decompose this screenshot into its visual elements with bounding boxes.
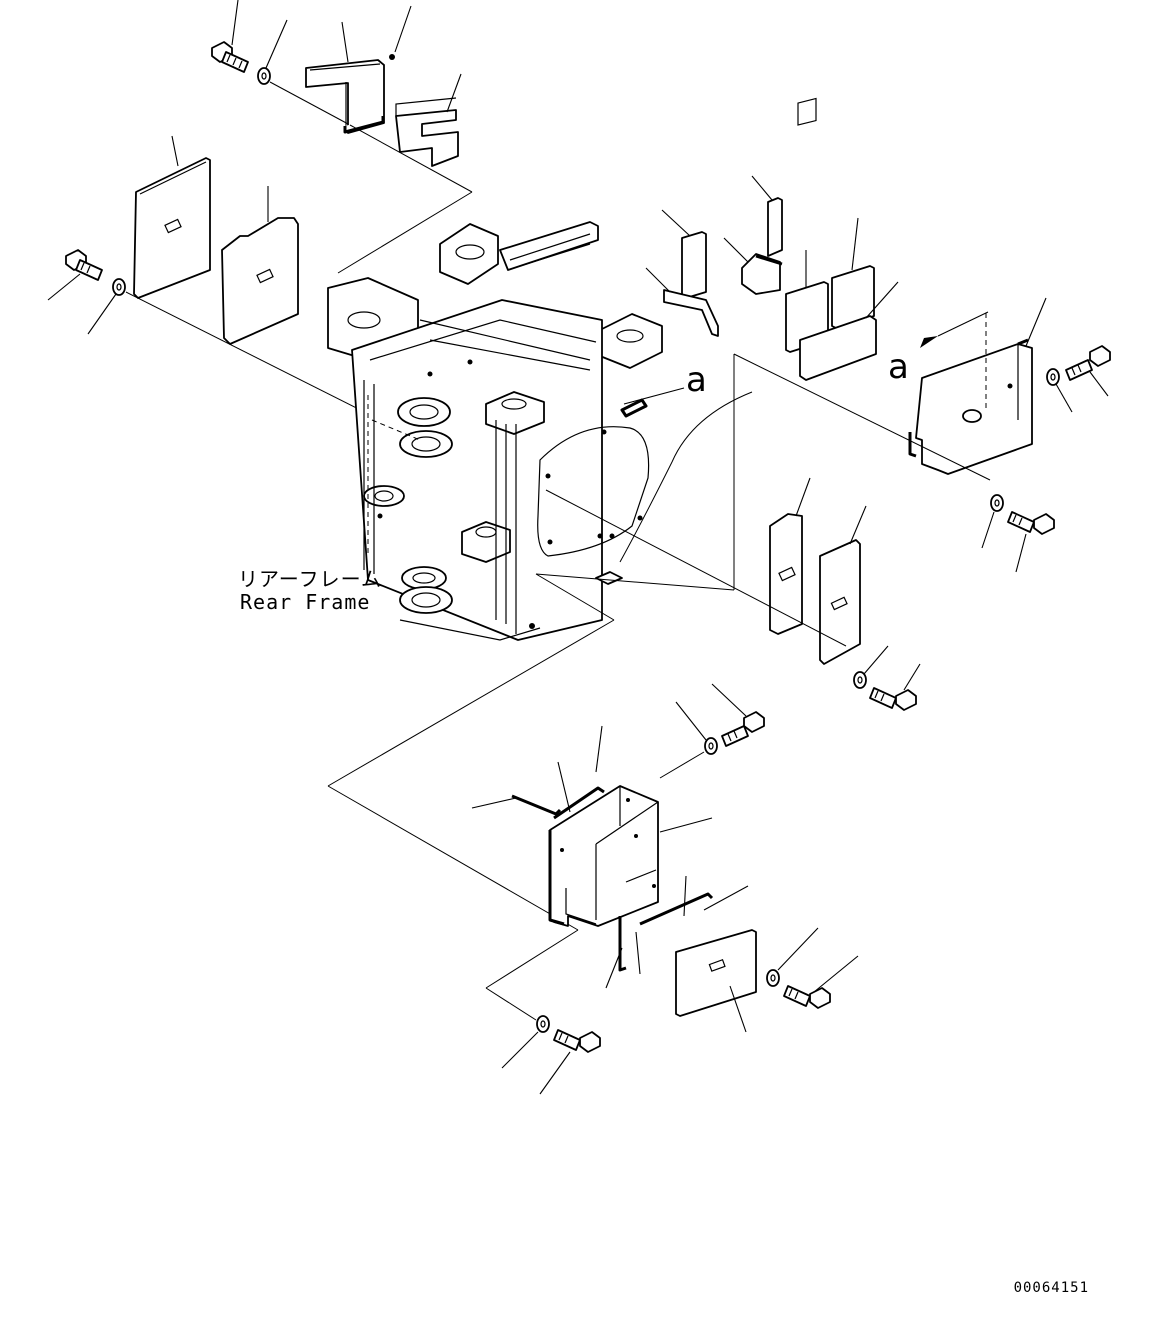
left-cover-plate-inner: [221, 217, 299, 345]
view-marker-a-frame: a: [686, 360, 707, 400]
right-washer: [1046, 368, 1060, 386]
side-washer: [853, 671, 867, 689]
mid-right-bolt: [1007, 511, 1055, 535]
right-cover-plate: [908, 338, 1033, 475]
top-bolt: [211, 41, 249, 73]
lower-bolt-top: [721, 711, 765, 747]
left-washer: [112, 278, 126, 296]
drawing-number: 00064151: [1013, 1280, 1089, 1296]
lower-washer-left: [536, 1015, 550, 1033]
top-pin: [389, 54, 395, 60]
rear-frame: [327, 221, 663, 641]
right-bolt: [1065, 345, 1111, 381]
lower-washer-top: [704, 737, 718, 755]
right-pad-long: [799, 315, 877, 381]
right-pad-plain: [831, 265, 875, 329]
rear-frame-label-japanese: リアーフレーム: [238, 567, 382, 591]
top-washer: [257, 67, 271, 85]
rear-frame-label-english: Rear Frame: [240, 590, 371, 614]
right-strip-a: [663, 231, 719, 337]
right-pad-square: [785, 97, 829, 353]
view-marker-a-cover: a: [888, 347, 909, 387]
left-bolt: [65, 249, 103, 281]
side-plate-inner: [769, 513, 803, 635]
right-bracket-upper: [741, 197, 783, 295]
seal-strip-right: [618, 892, 714, 972]
top-bracket-right: [395, 97, 459, 167]
side-plate-outer: [819, 539, 861, 665]
lower-bolt-left: [553, 1029, 601, 1053]
lower-bolt-right: [783, 985, 831, 1009]
lower-cover-plate: [675, 929, 757, 1017]
side-bolt: [869, 687, 917, 711]
lower-box: [548, 785, 659, 927]
left-cover-plate-outer: [133, 157, 211, 299]
lower-washer-right: [766, 969, 780, 987]
mid-right-washer: [990, 494, 1004, 512]
